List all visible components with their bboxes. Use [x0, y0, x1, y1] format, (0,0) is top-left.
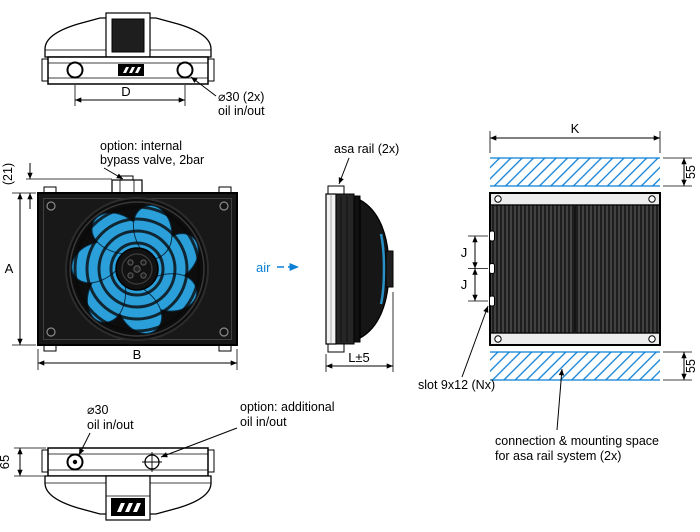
fan-ring: [69, 201, 205, 337]
note-oil-ports-line1: ⌀30 (2x): [218, 90, 264, 104]
grille-ring: [109, 241, 165, 297]
right-flange: [207, 449, 215, 473]
corner-bolt: [494, 195, 502, 203]
leader-asa-rail: [338, 157, 350, 185]
corner-screw: [46, 201, 56, 211]
leader-bypass-valve: [103, 167, 124, 180]
note-bypass-line1: option: internal: [100, 139, 182, 153]
left-flange: [41, 58, 49, 82]
grille-ring: [73, 205, 201, 333]
oil-port-center: [72, 459, 78, 465]
dim-label-L: L±5: [348, 350, 370, 365]
hub-bolt: [127, 272, 134, 279]
dim-label-J-upper: J: [461, 245, 468, 260]
hydac-logo-marks: [117, 503, 141, 512]
dim-label-A: A: [5, 261, 14, 276]
right-flange: [207, 58, 215, 82]
mounting-slot: [489, 263, 495, 274]
mounting-space-bottom: [490, 352, 660, 380]
dim-label-B: B: [133, 347, 142, 362]
dim-label-65: 65: [0, 455, 12, 469]
dim-label-J-lower: J: [461, 277, 468, 292]
note-additional-line1: option: additional: [240, 400, 335, 414]
hydac-logo-marks: [123, 67, 141, 73]
mounting-space-top: [490, 158, 660, 186]
hub-ring: [121, 253, 153, 285]
oil-port-right: [176, 61, 194, 79]
hub-bolt: [127, 259, 134, 266]
note-mounting-line1: connection & mounting space: [495, 434, 659, 448]
motor-hub-side: [385, 250, 394, 288]
bottom-view: 65 ⌀30 oil in/out option: additional oil…: [0, 400, 335, 521]
fan-grille: [73, 205, 201, 333]
corner-bolt: [648, 195, 656, 203]
left-flange: [41, 449, 49, 473]
grille-ring: [97, 229, 177, 309]
note-slot: slot 9x12 (Nx): [418, 378, 495, 392]
note-asa-rail: asa rail (2x): [334, 142, 399, 156]
asa-rail-top: [327, 185, 345, 195]
dim-label-21: (21): [1, 163, 15, 185]
hub-bolt: [140, 259, 147, 266]
top-tank: [489, 192, 661, 206]
mounting-slot: [489, 230, 495, 242]
note-oil-port-line1: ⌀30: [87, 403, 108, 417]
fan-plate-side: [353, 195, 361, 343]
leader-additional-port: [160, 427, 238, 458]
asa-rail-bottom: [327, 343, 345, 353]
rear-view: K 55 55 J J slot 9x12 (Nx) connection & …: [418, 121, 698, 463]
motor-top: [111, 18, 145, 53]
leader-mounting-space: [556, 368, 565, 431]
note-additional-line2: oil in/out: [240, 415, 287, 429]
note-oil-ports-line2: oil in/out: [218, 104, 265, 118]
corner-screw: [219, 327, 229, 337]
note-mounting-line2: for asa rail system (2x): [495, 449, 621, 463]
note-oil-port-line2: oil in/out: [87, 418, 134, 432]
corner-screw: [46, 327, 56, 337]
dim-label-55-top: 55: [684, 165, 698, 179]
front-view: A (21) B option: internal bypass valve, …: [1, 139, 238, 370]
fan-blade-glimpse: [379, 233, 386, 305]
dim-label-55-bottom: 55: [684, 359, 698, 373]
corner-screw: [219, 201, 229, 211]
grille-ring: [85, 217, 189, 321]
air-label: air: [256, 260, 271, 275]
hub-bolt: [140, 272, 147, 279]
corner-bolt: [648, 335, 656, 343]
leader-oil-ports: [190, 76, 217, 97]
hub-center: [133, 265, 141, 273]
core-side: [335, 193, 355, 345]
leader-oil-port: [78, 432, 91, 456]
oil-port-left: [66, 61, 84, 79]
mounting-slot: [489, 295, 495, 307]
corner-bolt: [494, 335, 502, 343]
note-bypass-line2: bypass valve, 2bar: [100, 153, 204, 167]
side-view: asa rail (2x) air L±5: [256, 142, 399, 372]
top-view: D ⌀30 (2x) oil in/out: [41, 12, 265, 118]
leader-slot: [461, 305, 489, 378]
dim-label-D: D: [121, 84, 130, 99]
bypass-valve: [111, 179, 143, 194]
bottom-tank: [489, 332, 661, 346]
dim-label-K: K: [571, 121, 580, 136]
